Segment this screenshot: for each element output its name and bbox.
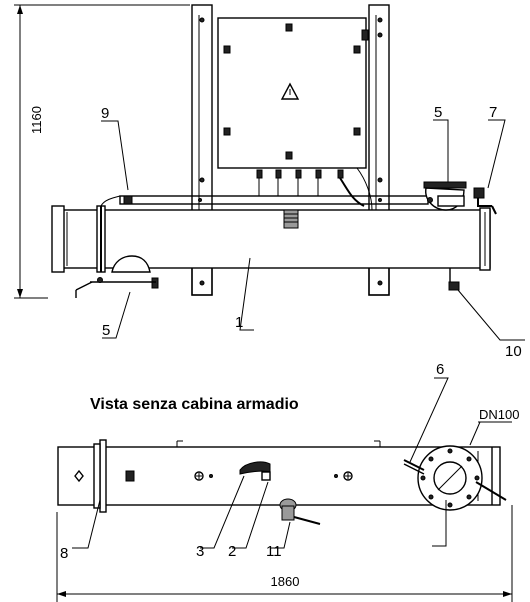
sensor-plan xyxy=(279,498,321,525)
flange-size-label: DN100 xyxy=(479,407,519,422)
height-dimension-label: 1160 xyxy=(29,106,44,134)
center-connector xyxy=(283,209,299,229)
callout-3: 3 xyxy=(196,543,204,560)
electrical-cabinet xyxy=(217,17,373,211)
callout-8: 8 xyxy=(60,545,68,562)
plan-view: DN100 xyxy=(56,361,519,602)
drain-outlet xyxy=(448,268,460,291)
lamp-cap-plan xyxy=(239,461,271,481)
length-dimension-label: 1860 xyxy=(271,574,300,589)
lamp-housing-right xyxy=(423,181,467,211)
callout-10: 10 xyxy=(505,343,522,360)
length-dimension: 1860 xyxy=(56,505,513,602)
cable-tray xyxy=(119,195,429,205)
callout-2: 2 xyxy=(228,543,236,560)
callout-7: 7 xyxy=(489,104,497,121)
view-caption: Vista senza cabina armadio xyxy=(90,396,299,413)
leader-lines xyxy=(101,119,525,341)
front-elevation-view: 1160 xyxy=(14,4,525,360)
callout-6: 6 xyxy=(436,361,444,378)
lamp-housing-left xyxy=(75,255,159,298)
callout-5-right: 5 xyxy=(434,104,442,121)
left-sensor-assembly xyxy=(96,195,133,273)
warning-triangle-icon xyxy=(280,82,300,100)
probe-plan xyxy=(403,459,507,501)
plan-leader-lines xyxy=(72,377,449,549)
flange-dn100 xyxy=(417,445,483,511)
height-dimension: 1160 xyxy=(14,4,190,299)
callout-11: 11 xyxy=(266,543,282,560)
valve-right xyxy=(473,187,497,215)
callout-1: 1 xyxy=(235,314,243,331)
callout-5-left: 5 xyxy=(102,322,110,339)
callout-9: 9 xyxy=(101,105,109,122)
